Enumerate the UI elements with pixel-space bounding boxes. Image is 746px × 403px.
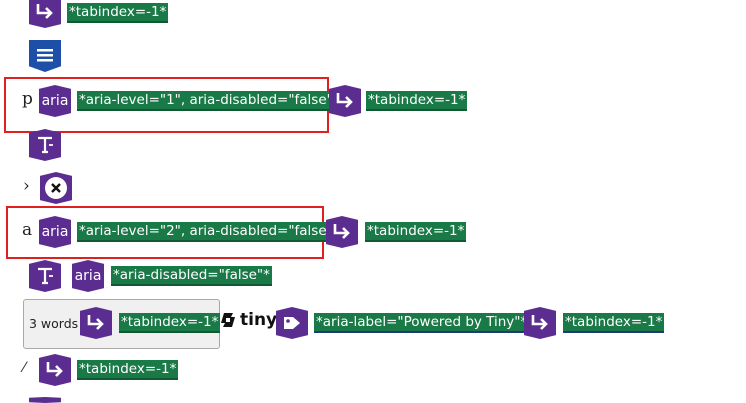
tabindex-arrow-icon: [524, 307, 556, 339]
aria-level-1-tag: *aria-level="1", aria-disabled="false"*: [77, 91, 342, 111]
aria-badge-icon: aria: [39, 85, 71, 117]
aria-badge-label: aria: [41, 93, 69, 109]
tabindex-arrow-icon: [29, 397, 61, 403]
aria-label-tag: *aria-label="Powered by Tiny"*: [314, 313, 530, 333]
aria-badge-label: aria: [41, 224, 69, 240]
tabindex-attribute-tag: *tabindex=-1*: [563, 313, 665, 333]
chevron-marker: ›: [23, 176, 30, 196]
label-tag-icon: [276, 307, 308, 339]
aria-level-2-tag: *aria-level="2", aria-disabled="false"*: [77, 222, 342, 242]
tabindex-attribute-tag: *tabindex=-1*: [365, 222, 467, 242]
resize-handle-marker[interactable]: ⁄: [23, 360, 26, 376]
text-cursor-icon: [29, 260, 61, 292]
tabindex-arrow-icon: [29, 0, 61, 28]
text-cursor-icon: [29, 129, 61, 161]
close-circle-icon: [40, 172, 72, 204]
tabindex-attribute-tag: *tabindex=-1*: [77, 360, 179, 380]
aria-disabled-tag: *aria-disabled="false"*: [111, 266, 272, 286]
tiny-logo-icon: [221, 313, 235, 327]
anchor-marker: a: [22, 220, 33, 240]
tiny-logo-link[interactable]: tiny: [220, 310, 277, 330]
tabindex-arrow-icon: [39, 354, 71, 386]
list-icon: [29, 40, 61, 72]
tabindex-arrow-icon: [326, 216, 358, 248]
aria-badge-icon: aria: [39, 216, 71, 248]
word-count-label: 3 words: [29, 316, 79, 331]
tabindex-arrow-icon: [80, 307, 112, 339]
tabindex-attribute-tag: *tabindex=-1*: [67, 3, 169, 23]
aria-badge-label: aria: [74, 268, 102, 284]
paragraph-marker: p: [22, 89, 33, 109]
tiny-logo-text: tiny: [240, 310, 278, 330]
tabindex-arrow-icon: [329, 85, 361, 117]
tabindex-attribute-tag: *tabindex=-1*: [366, 91, 468, 111]
tabindex-attribute-tag: *tabindex=-1*: [119, 313, 221, 333]
aria-badge-icon: aria: [72, 260, 104, 292]
